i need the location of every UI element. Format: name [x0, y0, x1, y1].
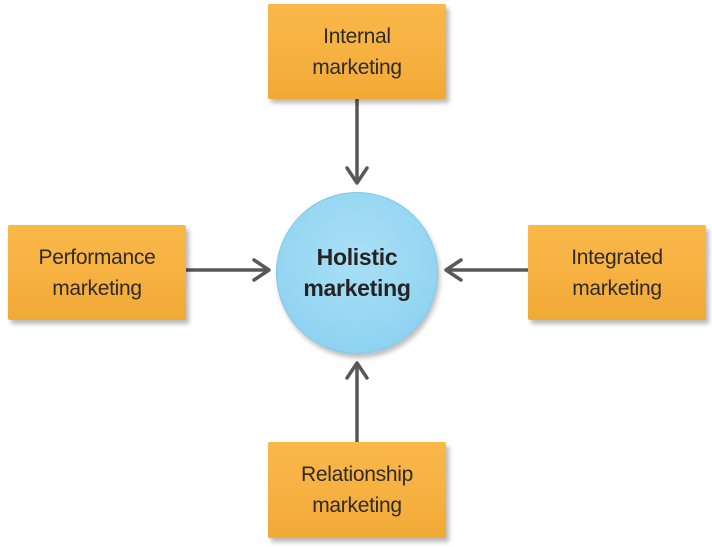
- relationship-marketing-label: Relationship marketing: [301, 463, 413, 517]
- relationship-marketing-box: Relationship marketing: [268, 442, 446, 538]
- integrated-marketing-box: Integrated marketing: [528, 225, 706, 320]
- holistic-marketing-label: Holistic marketing: [303, 244, 411, 301]
- arrowhead-performance-to-hub: [252, 258, 271, 282]
- performance-marketing-label: Performance marketing: [38, 245, 156, 300]
- arrowhead-internal-to-hub: [345, 166, 369, 185]
- integrated-marketing-label: Integrated marketing: [571, 245, 663, 300]
- internal-marketing-box: Internal marketing: [268, 4, 446, 99]
- holistic-marketing-hub: Holistic marketing: [276, 192, 438, 354]
- arrowhead-integrated-to-hub: [444, 258, 463, 282]
- internal-marketing-label: Internal marketing: [312, 24, 402, 79]
- arrowhead-relationship-to-hub: [345, 361, 369, 380]
- performance-marketing-box: Performance marketing: [8, 225, 186, 320]
